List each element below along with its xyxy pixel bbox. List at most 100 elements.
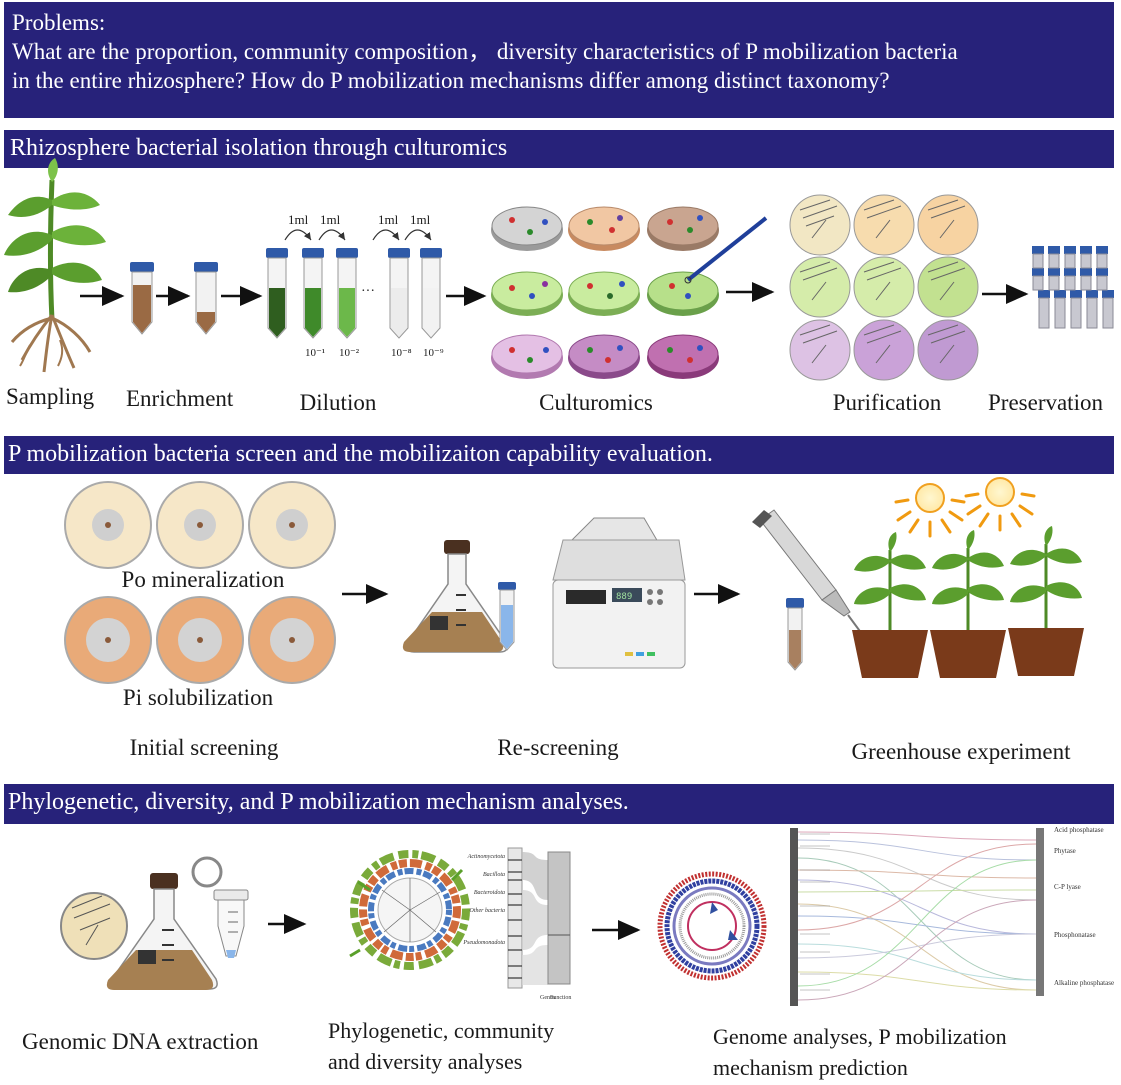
step-sampling: Sampling	[6, 384, 95, 409]
gene-group-phytase: Phytase	[1054, 847, 1076, 855]
step-culturomics: Culturomics	[539, 390, 653, 415]
transfer-label-3: 1ml	[378, 212, 399, 227]
dilution-label-9: 10⁻⁹	[423, 347, 444, 359]
step-dilution: Dilution	[299, 390, 377, 415]
flask-icon	[106, 873, 218, 990]
step-genome-line-2: mechanism prediction	[713, 1055, 908, 1080]
transfer-label-1: 1ml	[288, 212, 309, 227]
pipette-icon	[752, 509, 863, 635]
petri-dish-icon	[491, 334, 563, 379]
dilution-label-2: 10⁻²	[339, 347, 360, 359]
petri-dish-icon	[568, 206, 640, 251]
problems-title: Problems:	[12, 10, 106, 35]
step-preservation: Preservation	[988, 390, 1103, 415]
petri-dish-icon	[853, 194, 915, 256]
step-phylogenetic-line-1: Phylogenetic, community	[328, 1018, 555, 1043]
pi-plates	[64, 596, 336, 684]
gene-group-acid: Acid phosphatase	[1054, 826, 1104, 834]
petri-dish-icon	[647, 206, 719, 251]
section-title-isolation: Rhizosphere bacterial isolation through …	[10, 135, 508, 161]
sankey-label-bacteroidota: Bacteroidota	[474, 890, 505, 896]
petri-dish-icon	[60, 892, 128, 960]
tube-icon	[191, 856, 249, 958]
po-mineralization-label: Po mineralization	[121, 567, 285, 592]
step-genome-analyses: Genome analyses, P mobilization mechanis…	[713, 1021, 1007, 1083]
petri-dish-icon	[853, 319, 915, 381]
dilution-label-1: 10⁻¹	[305, 347, 326, 359]
purification-plates	[789, 194, 979, 381]
step-enrichment: Enrichment	[126, 386, 234, 411]
process-arrows-3	[268, 914, 641, 940]
petri-dish-icon	[917, 194, 979, 256]
petri-dish-icon	[789, 194, 851, 256]
petri-dish-icon	[789, 319, 851, 381]
tube-icon	[498, 582, 516, 651]
section-title-analyses: Phylogenetic, diversity, and P mobilizat…	[8, 789, 629, 815]
section-title-screen: P mobilization bacteria screen and the m…	[8, 441, 713, 467]
gene-sankey: Acid phosphatase Phytase C-P lyase Phosp…	[790, 826, 1114, 1006]
tube-icon	[130, 262, 154, 335]
centrifuge-icon: 889	[552, 517, 686, 669]
petri-dish-icon	[789, 256, 851, 318]
sankey-label-other: Other bacteria	[470, 908, 506, 914]
tube-icon	[194, 262, 218, 335]
petri-dish-icon	[917, 256, 979, 318]
petri-dish-icon	[491, 271, 563, 316]
pot-plant-icon	[930, 530, 1006, 678]
transfer-label-2: 1ml	[320, 212, 341, 227]
pot-plant-icon	[852, 532, 928, 678]
flask-icon	[402, 540, 508, 653]
pi-solubilization-label: Pi solubilization	[122, 685, 274, 710]
process-arrows-1	[80, 282, 1029, 306]
section-banner-isolation: Rhizosphere bacterial isolation through …	[4, 130, 1114, 168]
transfer-label-4: 1ml	[410, 212, 431, 227]
problems-banner: Problems: What are the proportion, commu…	[4, 2, 1114, 118]
petri-dish-icon	[647, 334, 719, 379]
petri-dish-icon	[64, 481, 152, 569]
petri-dish-icon	[156, 596, 244, 684]
dilution-ellipsis: ···	[361, 284, 375, 299]
step-genomic-dna-extraction: Genomic DNA extraction	[22, 1029, 259, 1054]
lamp-icon	[894, 483, 966, 538]
sankey-axis-genus: Genus	[540, 995, 556, 1001]
petri-dish-icon	[64, 596, 152, 684]
circos-icon	[349, 850, 470, 970]
step-genome-line-1: Genome analyses, P mobilization	[713, 1024, 1007, 1049]
gene-group-phosphonatase: Phosphonatase	[1054, 931, 1096, 939]
step-re-screening: Re-screening	[497, 735, 619, 760]
step-initial-screening: Initial screening	[129, 735, 279, 760]
step-greenhouse-experiment: Greenhouse experiment	[851, 739, 1071, 764]
step-phylogenetic-line-2: and diversity analyses	[328, 1049, 523, 1074]
section-banner-analyses: Phylogenetic, diversity, and P mobilizat…	[4, 784, 1114, 824]
sankey-label-actinomycetota: Actinomycetota	[467, 854, 505, 860]
problems-line-1: What are the proportion, community compo…	[12, 39, 958, 64]
step-purification: Purification	[832, 390, 942, 415]
culturomics-plates	[491, 206, 768, 379]
petri-dish-icon	[568, 271, 640, 316]
petri-dish-icon	[568, 334, 640, 379]
gene-group-cp-lyase: C-P lyase	[1054, 883, 1081, 891]
dilution-label-8: 10⁻⁸	[391, 347, 412, 359]
sankey-label-bacillota: Bacillota	[483, 872, 505, 878]
sankey-label-pseudomonadota: Pseudomonadota	[462, 940, 505, 946]
lamp-icon	[964, 477, 1036, 532]
petri-dish-icon	[647, 271, 719, 316]
gene-group-alkaline: Alkaline phosphatase	[1054, 979, 1114, 987]
po-plates	[64, 481, 336, 569]
petri-dish-icon	[917, 319, 979, 381]
petri-dish-icon	[248, 596, 336, 684]
problems-line-2: in the entire rhizosphere? How do P mobi…	[12, 68, 890, 93]
tube-icon	[786, 598, 804, 671]
sankey-axis-function: Function	[550, 995, 571, 1001]
svg-text:889: 889	[616, 592, 632, 602]
sankey-icon: Genus Function	[507, 847, 571, 1001]
plant-icon	[4, 158, 106, 373]
preservation-vials	[1032, 246, 1114, 329]
step-phylogenetic-analyses: Phylogenetic, community and diversity an…	[328, 1015, 554, 1077]
petri-dish-icon	[248, 481, 336, 569]
section-banner-screen: P mobilization bacteria screen and the m…	[4, 436, 1114, 474]
dilution-tubes	[266, 229, 442, 339]
petri-dish-icon	[156, 481, 244, 569]
pot-plant-icon	[1008, 526, 1084, 676]
